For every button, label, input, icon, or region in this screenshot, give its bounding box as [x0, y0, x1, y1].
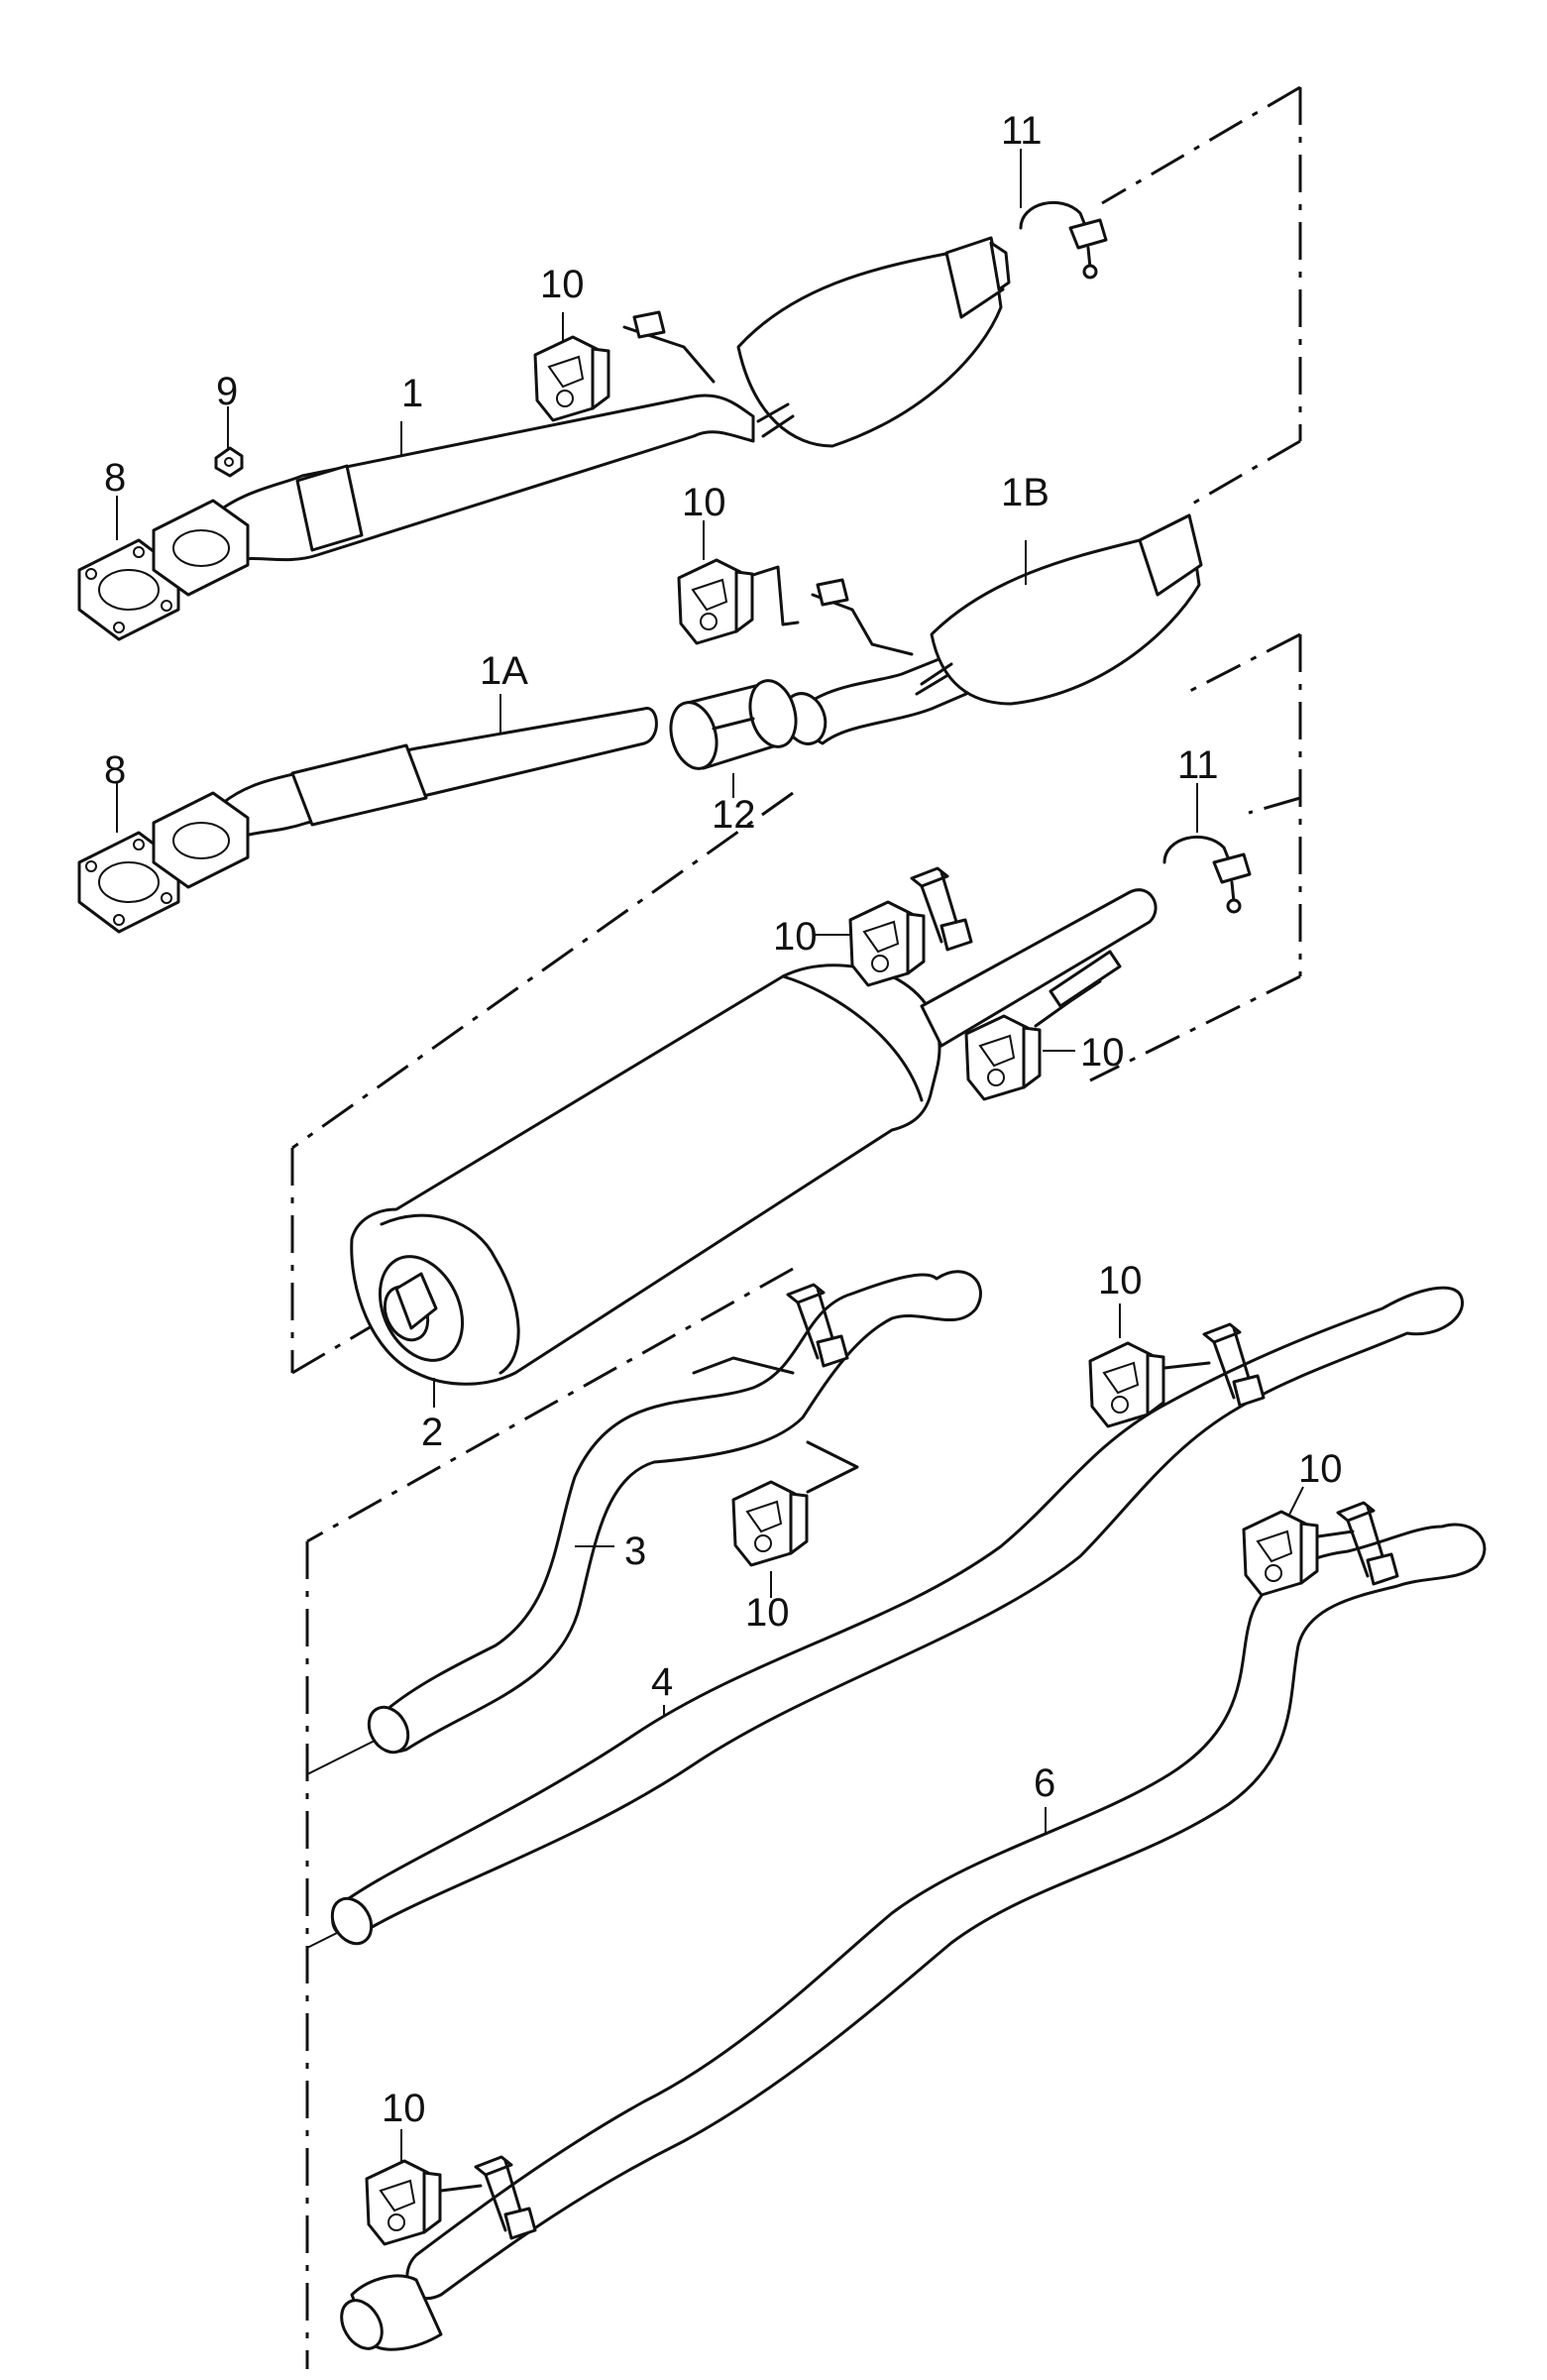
rubber-hanger-icon — [677, 558, 754, 645]
leader-lines — [116, 149, 1304, 2161]
label-11: 11 — [1177, 743, 1219, 787]
tail-pipe-4 — [330, 1286, 1464, 1946]
label-10: 10 — [1298, 1447, 1343, 1491]
tail-pipe-6 — [340, 1523, 1487, 2351]
label-3: 3 — [624, 1530, 646, 1573]
part-labels: 1 1A 1B 2 3 4 6 8 8 9 10 10 10 10 10 10 … — [104, 109, 1343, 2130]
label-8: 8 — [104, 748, 126, 792]
label-10: 10 — [382, 2087, 426, 2130]
label-9: 9 — [216, 370, 238, 413]
tail-pipe-3 — [367, 1270, 982, 1755]
label-11: 11 — [1001, 109, 1043, 153]
label-1: 1 — [401, 372, 423, 415]
rubber-hanger-icon — [964, 1014, 1042, 1101]
rubber-hanger-icon — [848, 900, 926, 987]
label-10: 10 — [1098, 1259, 1143, 1303]
hanger-connector — [439, 2184, 483, 2193]
rubber-hanger-icon — [365, 2159, 442, 2246]
label-10: 10 — [1080, 1031, 1125, 1075]
hanger-connector — [751, 565, 800, 626]
hanger-connector — [692, 1356, 795, 1375]
label-4: 4 — [651, 1660, 673, 1704]
pipe-clamp-icon — [1019, 200, 1108, 280]
rubber-hanger-icon — [533, 335, 610, 422]
label-10: 10 — [745, 1591, 790, 1635]
label-1a: 1A — [480, 649, 528, 693]
catalytic-converter-1b — [782, 513, 1203, 745]
flange-icon — [152, 499, 250, 597]
label-10: 10 — [682, 481, 726, 524]
label-6: 6 — [1034, 1761, 1055, 1805]
clamp-sleeve-12 — [669, 679, 798, 770]
label-8: 8 — [104, 456, 126, 500]
nut-icon — [214, 446, 244, 478]
label-12: 12 — [712, 793, 756, 837]
hanger-connector — [806, 1440, 859, 1494]
flange-icon — [152, 791, 250, 889]
guide-lines — [290, 85, 1302, 2369]
rubber-hanger-icon — [731, 1480, 809, 1567]
hanger-connector — [1316, 1530, 1355, 1538]
pipe-clamp-icon — [1162, 835, 1252, 914]
bracket-icon — [1049, 950, 1122, 1008]
hanger-connector — [1162, 1361, 1211, 1370]
label-1b: 1B — [1001, 471, 1050, 514]
label-2: 2 — [421, 1411, 443, 1454]
label-10: 10 — [540, 263, 585, 306]
front-pipe-1a — [221, 707, 658, 840]
label-10: 10 — [773, 915, 818, 959]
front-pipe-with-converter — [211, 236, 1011, 562]
muffler-2 — [350, 888, 1158, 1386]
